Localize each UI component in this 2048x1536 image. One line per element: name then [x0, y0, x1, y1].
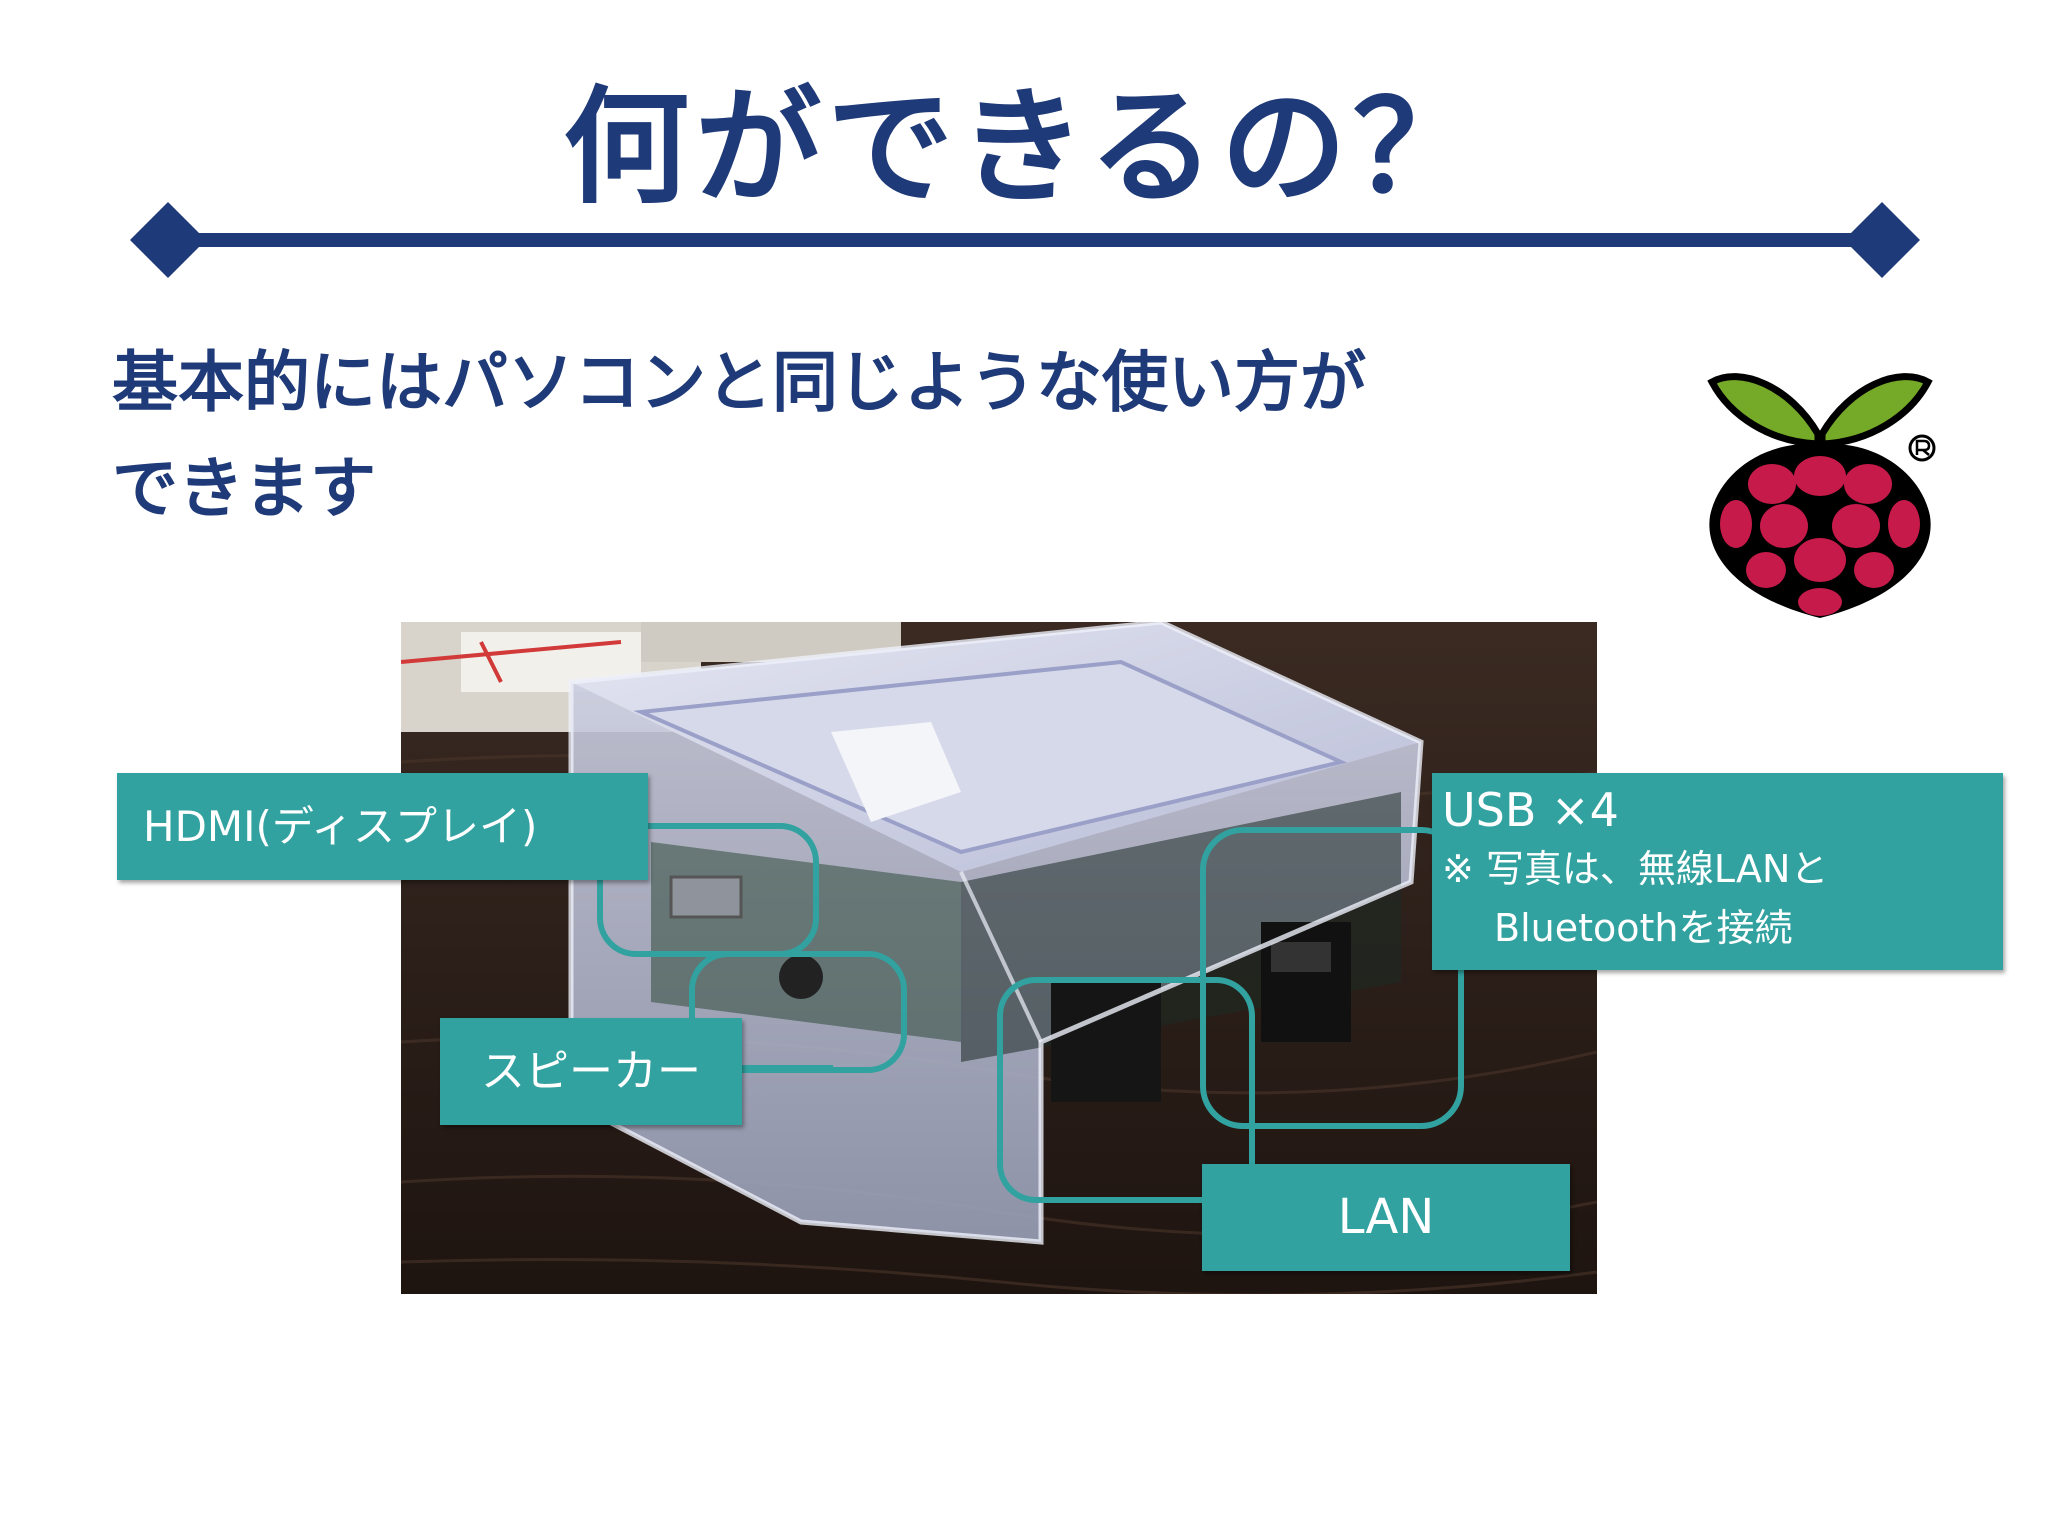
callout-lan-label: LAN — [1337, 1189, 1435, 1245]
callout-usb-note-2: Bluetoothを接続 — [1494, 906, 1793, 950]
body-text: 基本的にはパソコンと同じような使い方が できます — [112, 330, 1512, 542]
callout-usb-note-1: ※ 写真は、無線LANと — [1442, 847, 1829, 891]
callout-usb: USB ×4 ※ 写真は、無線LANと Bluetoothを接続 — [1432, 773, 2003, 970]
callout-usb-title: USB ×4 — [1442, 783, 1619, 837]
body-line-2: できます — [112, 450, 376, 527]
callout-hdmi: HDMI(ディスプレイ) — [117, 773, 648, 880]
callout-speaker-label: スピーカー — [481, 1046, 701, 1097]
callout-hdmi-label: HDMI(ディスプレイ) — [143, 802, 538, 851]
callout-lan: LAN — [1202, 1164, 1570, 1271]
raspberry-pi-logo — [1707, 373, 1936, 618]
title-divider — [130, 202, 1920, 278]
body-line-1: 基本的にはパソコンと同じような使い方が — [112, 344, 1366, 421]
slide-title: 何ができるの？ — [563, 74, 1485, 221]
callout-speaker: スピーカー — [440, 1018, 742, 1125]
